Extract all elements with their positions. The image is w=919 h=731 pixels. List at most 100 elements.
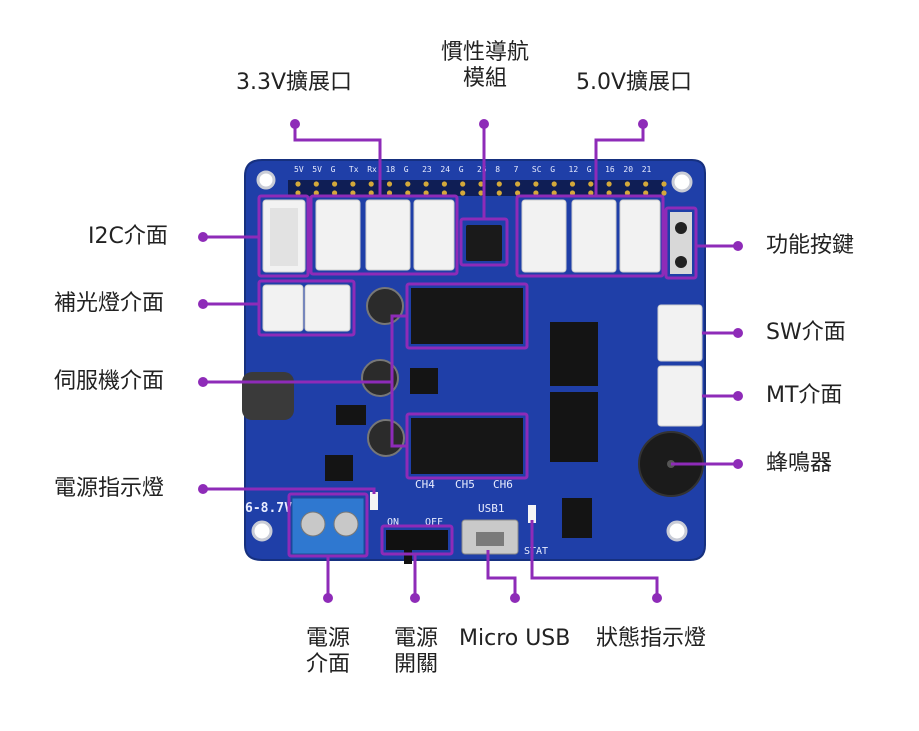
- on-silk: ON: [387, 517, 399, 528]
- ic-chips: [325, 322, 598, 538]
- header-pin: [533, 181, 539, 187]
- header-pin: [551, 190, 557, 196]
- pin-label: G: [331, 165, 336, 174]
- header-pin: [624, 190, 631, 196]
- pin-label: G: [404, 165, 409, 174]
- exp33-connectors: [315, 199, 455, 271]
- pin-label: G: [550, 165, 555, 174]
- pin-label: 25: [477, 165, 487, 174]
- header-pin: [533, 190, 539, 196]
- pin-label: 20: [623, 165, 633, 174]
- header-pin: [624, 181, 631, 187]
- header-pin: [332, 190, 338, 196]
- header-pin: [588, 190, 594, 196]
- inductor: [242, 372, 294, 420]
- exp33-label: 3.3V擴展口: [236, 70, 353, 95]
- pin-label: Rx: [367, 165, 377, 174]
- exp50-highlight: [515, 194, 665, 278]
- pin-label: 7: [514, 165, 519, 174]
- header-pin: [386, 181, 393, 187]
- fill-light-connectors: [262, 284, 351, 332]
- header-pin: [661, 190, 667, 196]
- header-pin: [496, 181, 502, 187]
- pin-label: 24: [440, 165, 450, 174]
- board-silkscreen: 6-8.7V CH4 CH5 CH6 USB1 ON OFF STAT: [245, 478, 548, 557]
- header-pin: [643, 190, 649, 196]
- header-pin: [441, 181, 447, 187]
- pin-label: 18: [386, 165, 396, 174]
- exp33-leader: [293, 124, 382, 196]
- mounting-hole: [256, 170, 276, 190]
- servo-label: 伺服機介面: [54, 369, 165, 394]
- pin-label: Tx: [349, 165, 359, 174]
- callouts: [203, 124, 738, 598]
- leds: [370, 492, 536, 523]
- power-if-line2: 介面: [305, 652, 350, 678]
- i2c-connector: [262, 199, 306, 273]
- header-pin: [661, 181, 667, 187]
- header-pin: [423, 190, 429, 196]
- power-led-label: 電源指示燈: [54, 476, 165, 501]
- power-led-leader: [203, 487, 376, 494]
- pin-label: 21: [642, 165, 652, 174]
- buzzer-label: 蜂鳴器: [766, 451, 833, 476]
- stat-silk: STAT: [524, 546, 548, 557]
- header-pin: [460, 190, 466, 196]
- servo-headers: [411, 288, 523, 474]
- ch5-silk: CH5: [455, 478, 475, 491]
- voltage-silk: 6-8.7V: [245, 501, 292, 516]
- power-if-label: 電源 介面: [298, 626, 358, 679]
- status-led-leader: [530, 520, 659, 598]
- header-pin: [295, 181, 301, 187]
- header-pin: [405, 190, 411, 196]
- mounting-hole: [671, 171, 693, 193]
- imu-label-line1: 慣性導航: [440, 40, 529, 65]
- mounting-hole: [666, 520, 688, 542]
- header-pin: [313, 181, 319, 187]
- imu-chip: [466, 225, 502, 261]
- header-pin: [368, 190, 374, 196]
- micro-usb-label: Micro USB: [459, 626, 571, 651]
- servo-leader: [203, 314, 407, 384]
- power-switch: [386, 530, 448, 564]
- sw-mt-connectors: [657, 304, 703, 427]
- header-pin: [515, 181, 521, 187]
- header-pin: [588, 181, 594, 187]
- header-pin: [332, 181, 338, 187]
- imu-label: 慣性導航 模組: [432, 40, 538, 93]
- header-pin: [350, 190, 356, 196]
- fill-light-highlight: [257, 279, 356, 337]
- header-pin: [405, 181, 411, 187]
- header-pin: [478, 181, 484, 187]
- header-pin: [606, 190, 612, 196]
- pin-label: 23: [422, 165, 432, 174]
- power-if-line1: 電源: [305, 626, 350, 651]
- power-terminal: [291, 497, 365, 555]
- power-sw-line2: 開關: [393, 652, 438, 678]
- header-pin: [569, 181, 576, 187]
- pin-label: 8: [495, 165, 500, 174]
- header-pin: [441, 190, 447, 196]
- power-sw-highlight: [380, 524, 454, 556]
- header-pin: [515, 190, 521, 196]
- header-pin: [368, 181, 374, 187]
- exp50-leader: [594, 124, 645, 196]
- pin-label: SC: [532, 165, 542, 174]
- fill-light-label: 補光燈介面: [54, 291, 165, 316]
- header-pin: [569, 190, 576, 196]
- micro-usb-port: [461, 519, 519, 555]
- header-pin: [478, 190, 484, 196]
- pin-label: 5V: [294, 165, 304, 174]
- mt-label: MT介面: [766, 383, 843, 408]
- header-pin: [496, 190, 502, 196]
- header-pin: [551, 181, 557, 187]
- power-sw-line1: 電源: [393, 626, 438, 651]
- header-pin: [643, 181, 649, 187]
- power-sw-label: 電源 開關: [386, 626, 446, 679]
- pin-label: 5V: [312, 165, 322, 174]
- header-pin: [313, 190, 319, 196]
- header-pin: [295, 190, 301, 196]
- header-pin: [460, 181, 466, 187]
